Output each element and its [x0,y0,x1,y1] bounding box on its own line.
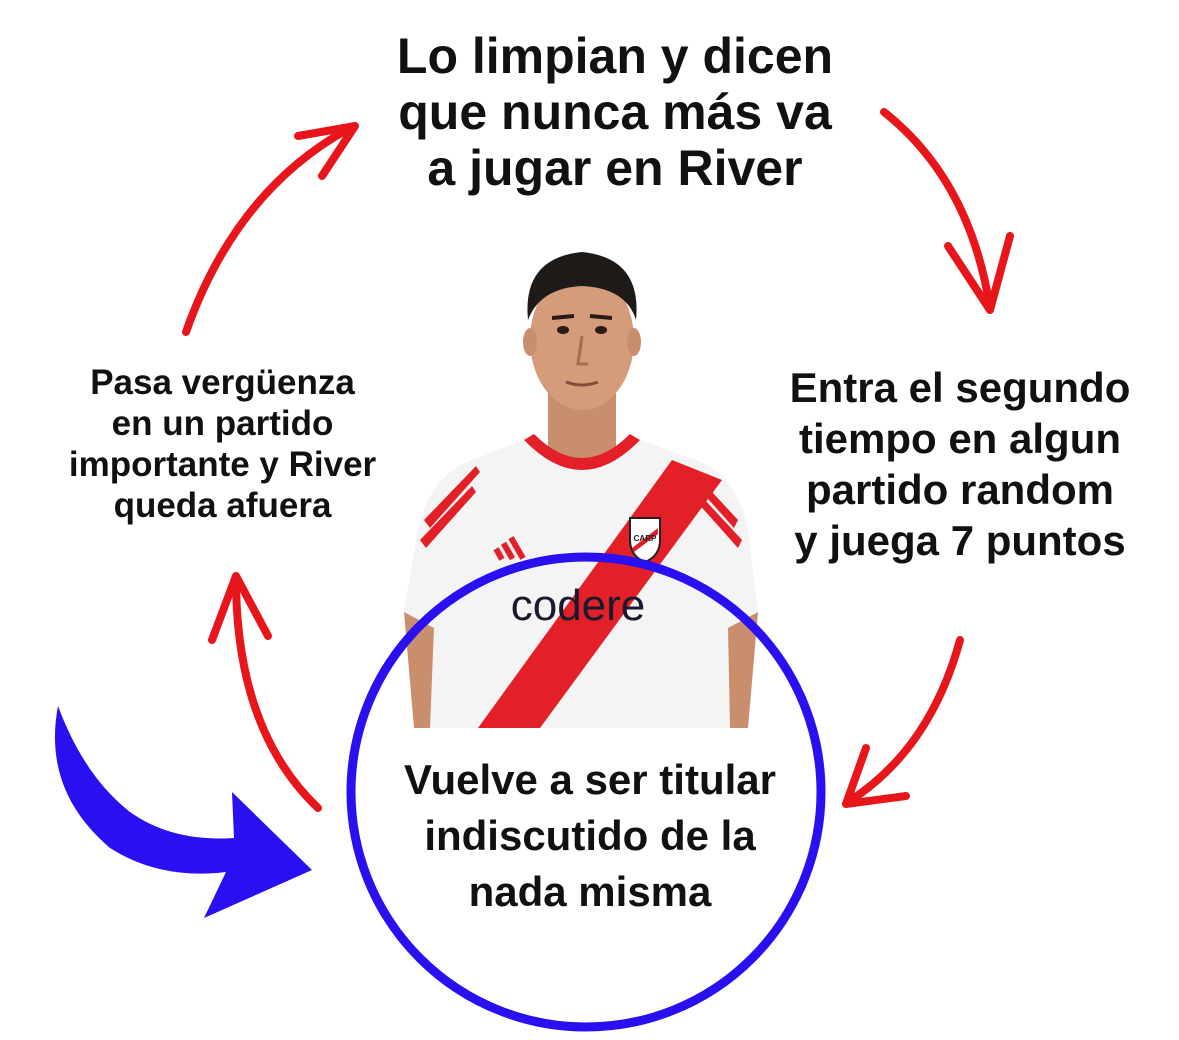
cycle-step-right: Entra el segundo tiempo en algun partido… [789,364,1131,564]
cycle-step-top: Lo limpian y dicen que nunca más va a ju… [396,28,834,196]
player-mouth [565,380,599,387]
player-eye-left [557,326,569,334]
player-arm-right [728,612,758,728]
crest-letters: CARP [634,534,657,543]
player-ear-right [627,328,641,356]
player-sleeve-stripes-right [684,466,742,548]
cycle-step-bottom: Vuelve a ser titular indiscutido de la n… [404,756,776,915]
arrow-right-to-bottom [842,636,964,808]
player-brows [551,314,613,320]
blue-pointer-arrow [54,706,312,918]
cycle-arrows [182,108,1014,812]
player-sleeve-stripes-left [420,466,480,548]
arrow-left-to-top [182,122,359,336]
brand-logo [493,536,526,561]
highlight-circle [346,552,826,1032]
player-collar [524,434,640,470]
player-photo: CARP codere [404,252,758,728]
arrow-bottom-to-left [208,572,322,812]
player-nose [576,335,588,366]
arrow-top-to-right [880,108,1014,314]
river-crest-band [632,528,658,552]
player-ear-left [523,328,537,356]
player-eye-right [595,326,607,334]
cycle-step-left: Pasa vergüenza en un partido importante … [68,363,377,525]
shirt-sponsor: codere [511,581,646,630]
player-neck [548,390,616,466]
player-hair [527,252,637,320]
